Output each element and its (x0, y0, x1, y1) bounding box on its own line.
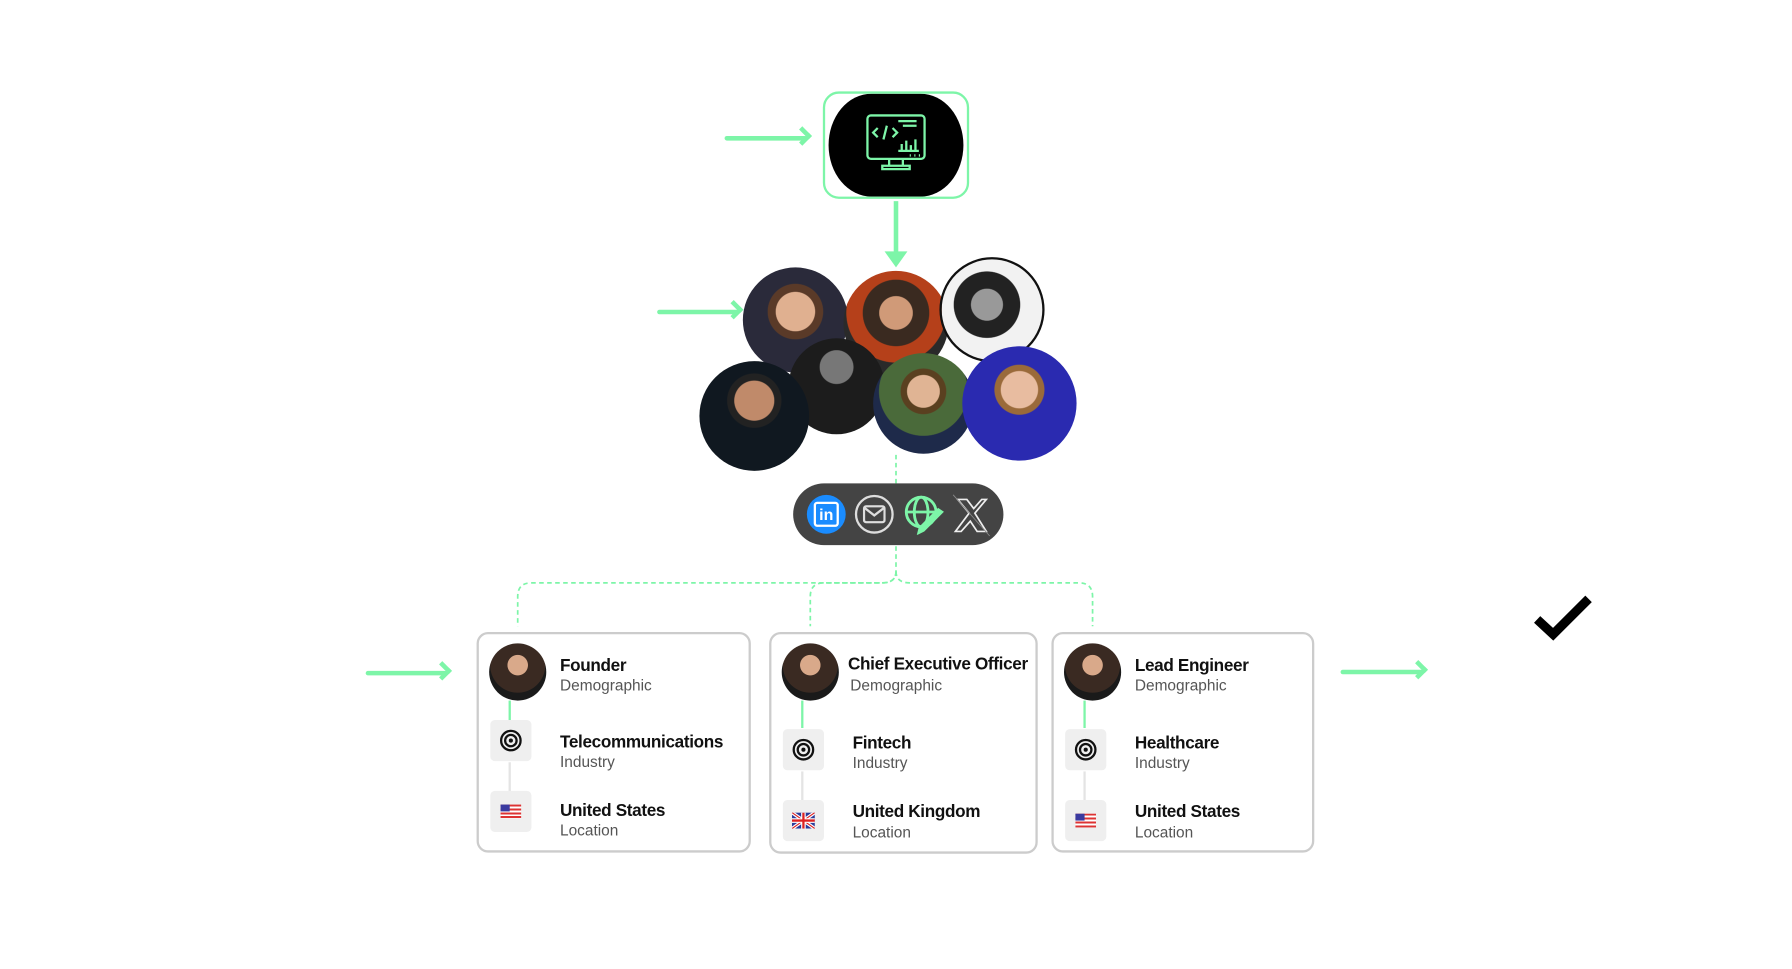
input-arrow-cards (365, 670, 447, 676)
location-value: United States (1134, 802, 1240, 822)
location-label: Location (1134, 823, 1194, 842)
industry-value: Telecommunications (559, 732, 724, 752)
email-icon[interactable] (854, 494, 894, 534)
us-flag-icon (490, 790, 532, 832)
persona-title: Lead Engineer (1134, 655, 1249, 676)
persona-avatar (1063, 643, 1122, 701)
profile-photo (873, 353, 974, 454)
target-icon (490, 719, 532, 762)
checkmark-icon (1534, 595, 1592, 641)
persona-avatar (781, 643, 839, 701)
industry-value: Healthcare (1134, 733, 1220, 754)
persona-title: Founder (559, 655, 627, 676)
linkedin-icon[interactable]: in (806, 494, 846, 534)
persona-avatar (489, 643, 547, 701)
industry-value: Fintech (852, 733, 912, 754)
persona-title-label: Demographic (1134, 676, 1227, 694)
location-value: United Kingdom (852, 802, 981, 822)
x-twitter-icon[interactable] (951, 493, 992, 539)
persona-title-label: Demographic (559, 676, 652, 694)
connector-tree (516, 454, 1094, 627)
industry-label: Industry (559, 753, 615, 771)
output-arrow (1340, 669, 1423, 675)
channel-pill: in (793, 483, 1004, 546)
persona-card[interactable]: Founder Demographic Telecommunications I… (476, 631, 751, 853)
profile-photo (699, 361, 810, 471)
persona-card[interactable]: Lead Engineer Demographic Healthcare Ind… (1051, 631, 1315, 853)
persona-title: Chief Executive Officer (847, 654, 1028, 675)
location-label: Location (852, 823, 911, 842)
web-globe-edit-icon[interactable] (903, 494, 946, 535)
persona-title-label: Demographic (850, 676, 943, 694)
hub-node (822, 91, 970, 199)
industry-label: Industry (852, 754, 908, 772)
target-icon (1065, 729, 1107, 771)
persona-card[interactable]: Chief Executive Officer Demographic Fint… (769, 631, 1038, 854)
location-label: Location (559, 821, 619, 839)
code-analytics-monitor-icon (866, 114, 926, 171)
target-icon (782, 729, 824, 771)
location-value: United States (559, 801, 666, 821)
profile-photo (962, 346, 1077, 461)
industry-label: Industry (1134, 754, 1190, 772)
us-flag-icon (1065, 799, 1107, 842)
uk-flag-icon (782, 799, 824, 842)
input-arrow-people (657, 309, 739, 315)
input-arrow-hub (724, 135, 807, 141)
hub-down-arrow (893, 201, 899, 254)
